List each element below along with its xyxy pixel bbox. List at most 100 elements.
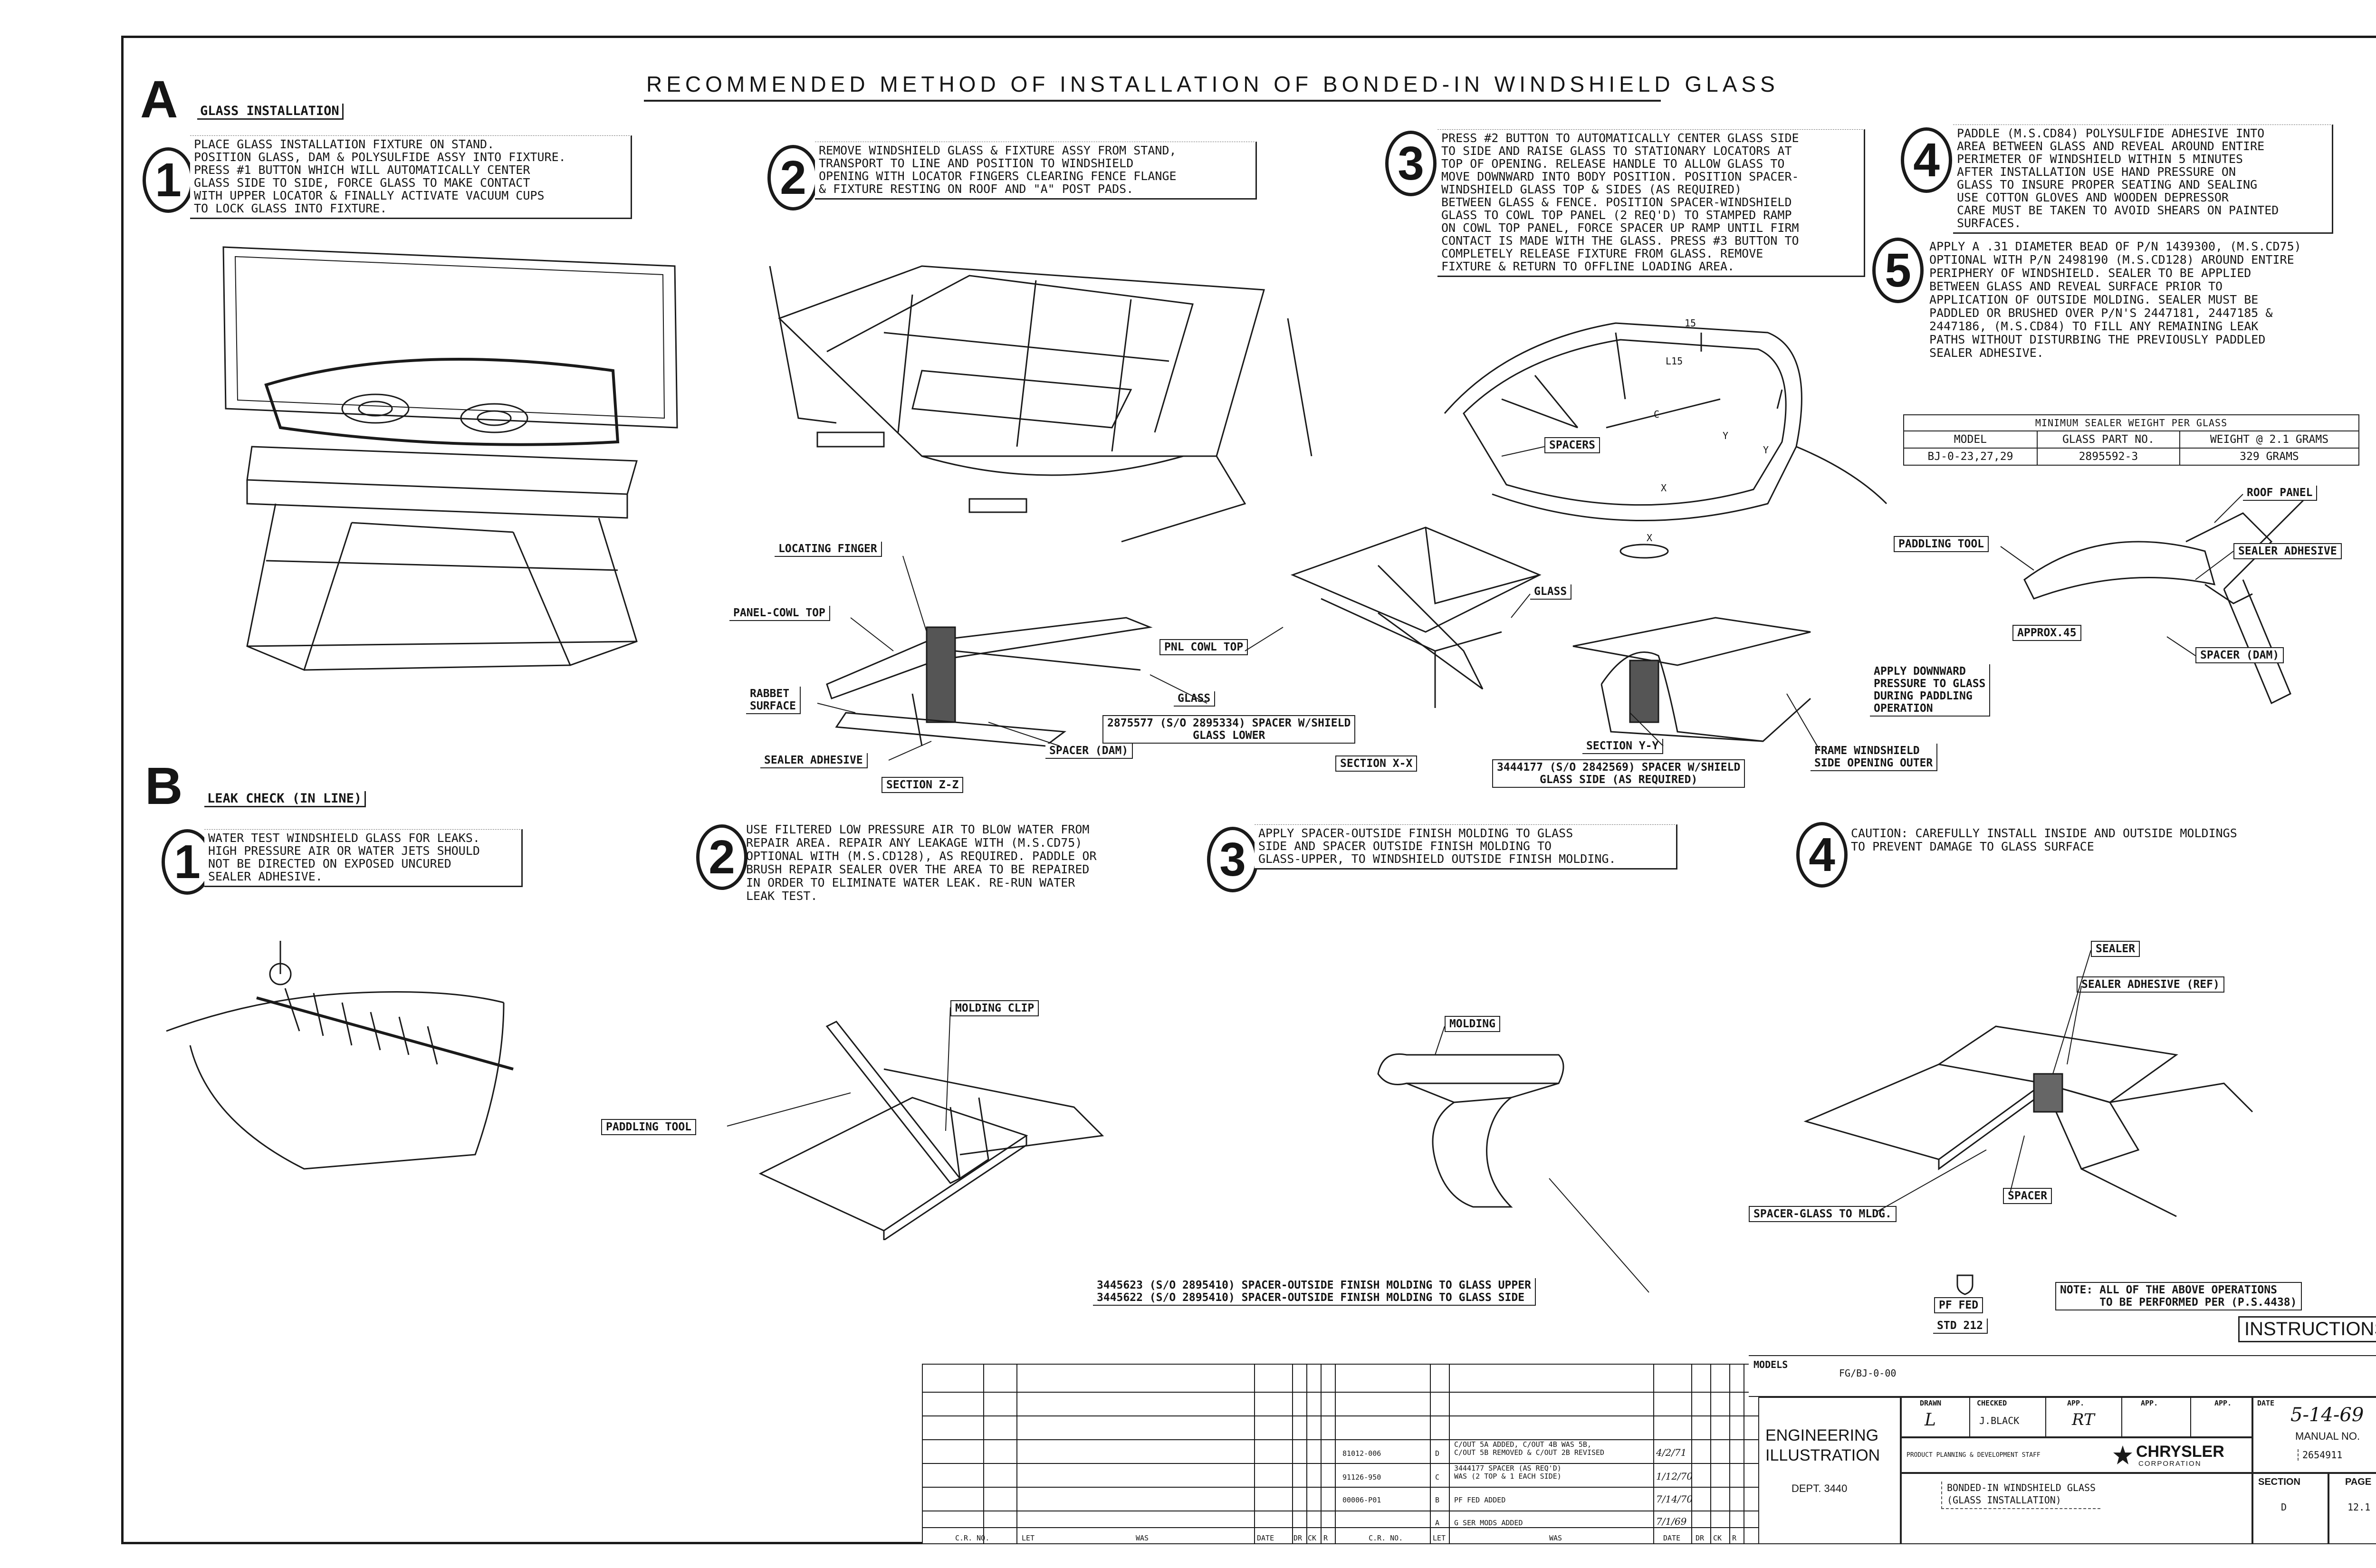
approval-1-value: RT — [2072, 1410, 2095, 1429]
department-number: DEPT. 3440 — [1792, 1482, 1848, 1494]
models-value: FG/BJ-0-00 — [1839, 1367, 1897, 1379]
footer-date-2: DATE — [1663, 1534, 1681, 1542]
paddling-detail-illustration — [2005, 485, 2328, 713]
step-b1-text: WATER TEST WINDSHIELD GLASS FOR LEAKS. H… — [204, 829, 523, 887]
footer-cr-no-1: C.R. NO. — [955, 1534, 990, 1542]
callout-spacer-side: 3444177 (S/O 2842569) SPACER W/SHIELD GL… — [1492, 759, 1745, 788]
revision-d-was: C/OUT 5A ADDED, C/OUT 4B WAS 5B, C/OUT 5… — [1454, 1440, 1605, 1457]
company-subtitle: CORPORATION — [2138, 1460, 2202, 1468]
section-a-letter: A — [140, 70, 178, 129]
step-a3-number: 3 — [1385, 131, 1437, 196]
callout-panel-cowl-top: PANEL-COWL TOP — [729, 606, 830, 621]
callout-sealer-adhesive: SEALER ADHESIVE — [760, 753, 868, 768]
callout-paddling-tool-2: PADDLING TOOL — [601, 1119, 697, 1135]
callout-section-yy: SECTION Y-Y — [1582, 739, 1664, 754]
revision-b-cr: 00006-P01 — [1342, 1496, 1381, 1504]
revision-d-let: D — [1435, 1449, 1440, 1458]
step-b2-text: USE FILTERED LOW PRESSURE AIR TO BLOW WA… — [746, 822, 1097, 903]
callout-apply-downward: APPLY DOWNWARD PRESSURE TO GLASS DURING … — [1870, 664, 1991, 717]
sealer-table-header-weight: WEIGHT @ 2.1 GRAMS — [2179, 430, 2360, 449]
company-name: CHRYSLER — [2136, 1443, 2224, 1461]
sealer-table-weight: 329 GRAMS — [2179, 448, 2360, 466]
callout-spacers: SPACERS — [1544, 437, 1600, 453]
section-b-label: LEAK CHECK (IN LINE) — [204, 791, 366, 807]
revision-block — [922, 1364, 1763, 1544]
step-b3-number: 3 — [1207, 827, 1258, 892]
dimension-15: 15 — [1685, 317, 1696, 329]
callout-spacer-dam-2: SPACER (DAM) — [2195, 647, 2284, 663]
manual-number-value: 2654911 — [2298, 1449, 2342, 1461]
models-row — [1749, 1355, 2376, 1397]
section-label: SECTION — [2258, 1477, 2300, 1487]
drawing-title: BONDED-IN WINDSHIELD GLASS (GLASS INSTAL… — [1941, 1482, 2101, 1509]
step-b2-number: 2 — [696, 824, 747, 890]
approval-1-label: APP. — [2067, 1399, 2085, 1407]
footer-let-2: LET — [1433, 1534, 1446, 1542]
chrysler-star-icon — [2113, 1445, 2132, 1464]
std-212-label: STD 212 — [1933, 1319, 1988, 1334]
sealer-detail-illustration — [1796, 988, 2262, 1235]
date-label: DATE — [2257, 1399, 2275, 1407]
callout-pnl-cowl-top: PNL COWL TOP — [1159, 639, 1248, 655]
section-zz-illustration — [817, 589, 1159, 760]
section-x-marker-1: X — [1661, 482, 1667, 494]
callout-spacer: SPACER — [2003, 1188, 2052, 1204]
step-a3-text: PRESS #2 BUTTON TO AUTOMATICALLY CENTER … — [1437, 129, 1865, 277]
page-cell — [2328, 1473, 2376, 1544]
manual-number-label: MANUAL NO. — [2295, 1430, 2360, 1442]
callout-locating-finger: LOCATING FINGER — [775, 542, 882, 557]
revision-a-let: A — [1435, 1519, 1440, 1527]
sealer-table-caption: MINIMUM SEALER WEIGHT PER GLASS — [1903, 414, 2359, 431]
step-a2-text: REMOVE WINDSHIELD GLASS & FIXTURE ASSY F… — [815, 142, 1257, 200]
revision-b-date: 7/14/70 — [1656, 1493, 1693, 1505]
sealer-table-header-part: GLASS PART NO. — [2036, 430, 2180, 449]
molding-clip-illustration — [741, 1012, 1131, 1240]
drawn-label: DRAWN — [1920, 1399, 1942, 1407]
date-manual-block — [2252, 1397, 2376, 1473]
approval-3-label: APP. — [2214, 1399, 2232, 1407]
page-label: PAGE — [2345, 1477, 2372, 1487]
revision-c-cr: 91126-950 — [1342, 1473, 1381, 1482]
callout-spacer-glass-mldg: SPACER-GLASS TO MLDG. — [1749, 1206, 1897, 1222]
step-a5-number: 5 — [1872, 238, 1924, 303]
sealer-table-header-model: MODEL — [1903, 430, 2038, 449]
sealer-table-model: BJ-0-23,27,29 — [1903, 448, 2038, 466]
dimension-l15: L15 — [1666, 355, 1683, 367]
checked-value: J.BLACK — [1979, 1415, 2020, 1426]
revision-c-date: 1/12/70 — [1656, 1471, 1693, 1482]
callout-sealer-adhesive-ref: SEALER ADHESIVE (REF) — [2077, 976, 2224, 993]
step-a1-text: PLACE GLASS INSTALLATION FIXTURE ON STAN… — [190, 135, 632, 219]
revision-a-was: G SER MODS ADDED — [1454, 1519, 1523, 1527]
footer-r-1: R — [1323, 1534, 1328, 1542]
department-block — [1758, 1397, 1901, 1544]
footer-dr-2: DR — [1696, 1534, 1705, 1542]
callout-spacer-lower: 2875577 (S/O 2895334) SPACER W/SHIELD GL… — [1102, 715, 1356, 744]
department-name: ENGINEERING ILLUSTRATION — [1765, 1426, 1880, 1464]
section-y-marker-2: Y — [1763, 444, 1769, 456]
shield-icon — [1955, 1273, 1974, 1295]
fixture-on-stand-illustration — [209, 228, 699, 694]
water-test-illustration — [162, 931, 542, 1188]
callout-glass-2: GLASS — [1530, 584, 1572, 600]
section-value: D — [2281, 1501, 2287, 1513]
sealer-table-part: 2895592-3 — [2036, 448, 2180, 466]
step-b4-text: CAUTION: CAREFULLY INSTALL INSIDE AND OU… — [1851, 826, 2237, 853]
footer-cr-no-2: C.R. NO. — [1369, 1534, 1403, 1542]
callout-paddling-tool: PADDLING TOOL — [1894, 536, 1989, 552]
section-b-letter: B — [145, 757, 183, 815]
revision-d-date: 4/2/71 — [1656, 1447, 1687, 1458]
centerline-symbol: C — [1654, 409, 1660, 420]
callout-molding-clip: MOLDING CLIP — [950, 1000, 1039, 1016]
drawn-value: L — [1925, 1410, 1936, 1430]
revision-grid-lines — [922, 1364, 1763, 1544]
instructions-label: INSTRUCTIONS — [2238, 1316, 2376, 1342]
revision-b-was: PF FED ADDED — [1454, 1496, 1506, 1504]
callout-approx-45: APPROX.45 — [2012, 625, 2081, 641]
section-x-marker-2: X — [1647, 532, 1653, 544]
step-a4-number: 4 — [1901, 127, 1952, 193]
approval-2-label: APP. — [2141, 1399, 2158, 1407]
callout-roof-panel: ROOF PANEL — [2243, 486, 2318, 501]
step-a4-text: PADDLE (M.S.CD84) POLYSULFIDE ADHESIVE I… — [1953, 124, 2333, 234]
revision-a-date: 7/1/69 — [1656, 1516, 1687, 1527]
